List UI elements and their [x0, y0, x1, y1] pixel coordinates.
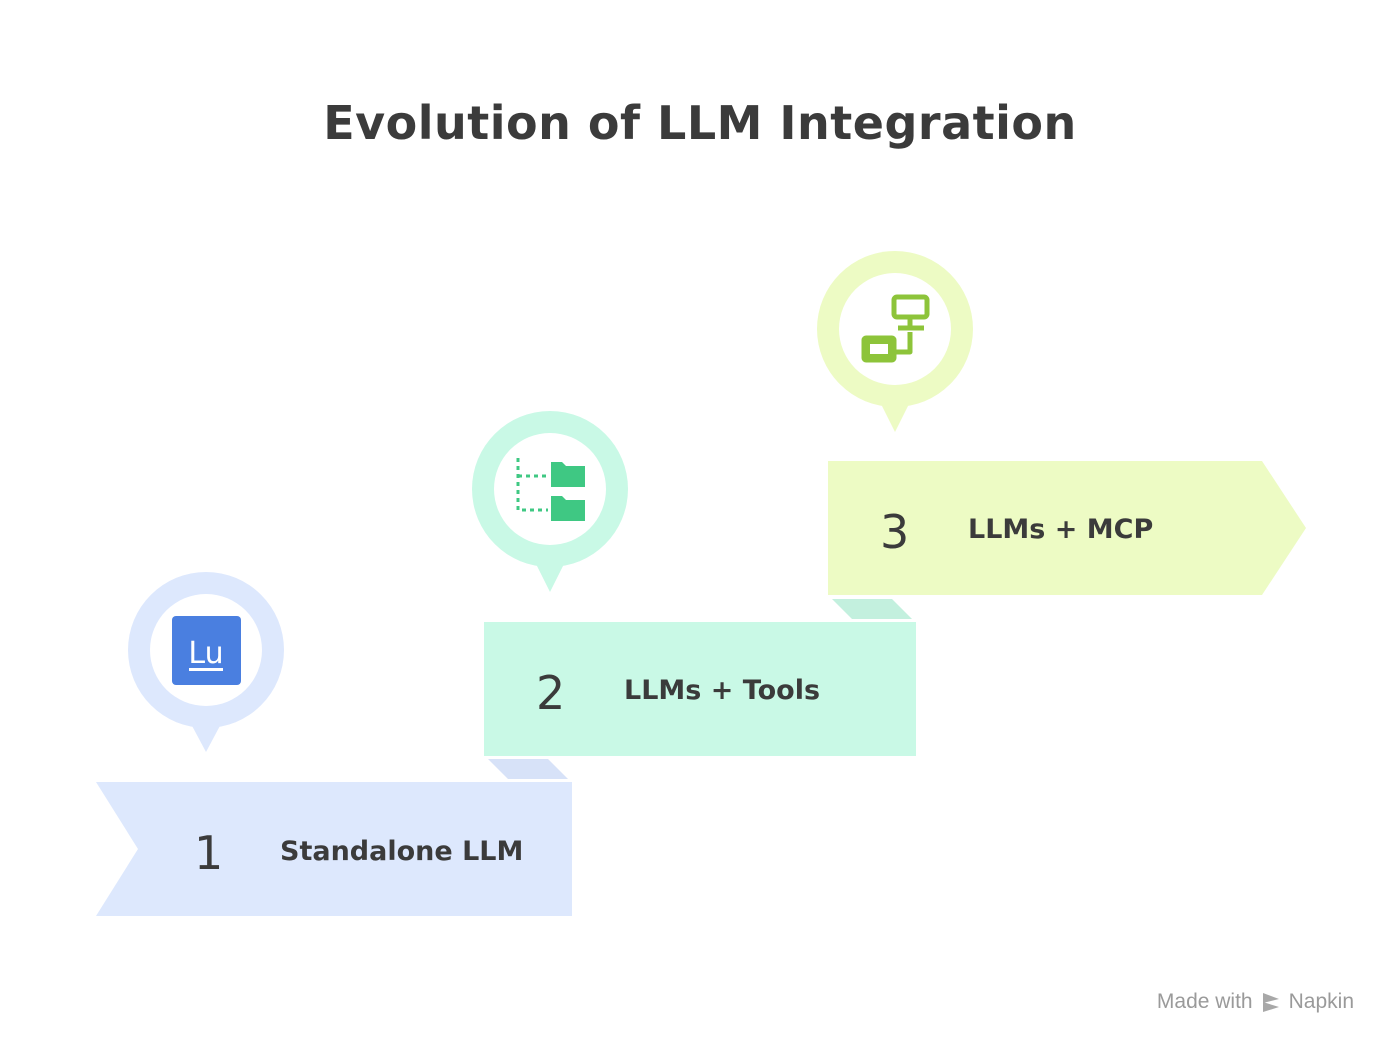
lu-icon: Lu: [172, 616, 241, 685]
folder-tree-icon: [516, 458, 585, 521]
made-with-text: Made with: [1156, 990, 1253, 1013]
step-2-label: LLMs + Tools: [624, 675, 821, 706]
napkin-logo-icon: [1262, 993, 1279, 1012]
step-3-banner: [828, 461, 1306, 595]
step-2-fold: [832, 599, 912, 619]
step-2-banner: [484, 622, 916, 756]
step-2-number: 2: [536, 666, 566, 720]
napkin-brand-text: Napkin: [1288, 990, 1354, 1013]
step-1-label: Standalone LLM: [280, 836, 524, 867]
step-1-banner: [96, 782, 572, 916]
diagram-title: Evolution of LLM Integration: [323, 96, 1077, 150]
step-3-label: LLMs + MCP: [968, 514, 1154, 545]
step-3-number: 3: [880, 505, 910, 559]
step-1-fold: [488, 759, 568, 779]
network-icon: [861, 294, 930, 363]
step-1-number: 1: [194, 826, 224, 880]
step-2-pin: [472, 411, 628, 592]
made-with-napkin-footer[interactable]: Made with Napkin: [1157, 990, 1354, 1014]
svg-text:Lu: Lu: [188, 636, 223, 671]
